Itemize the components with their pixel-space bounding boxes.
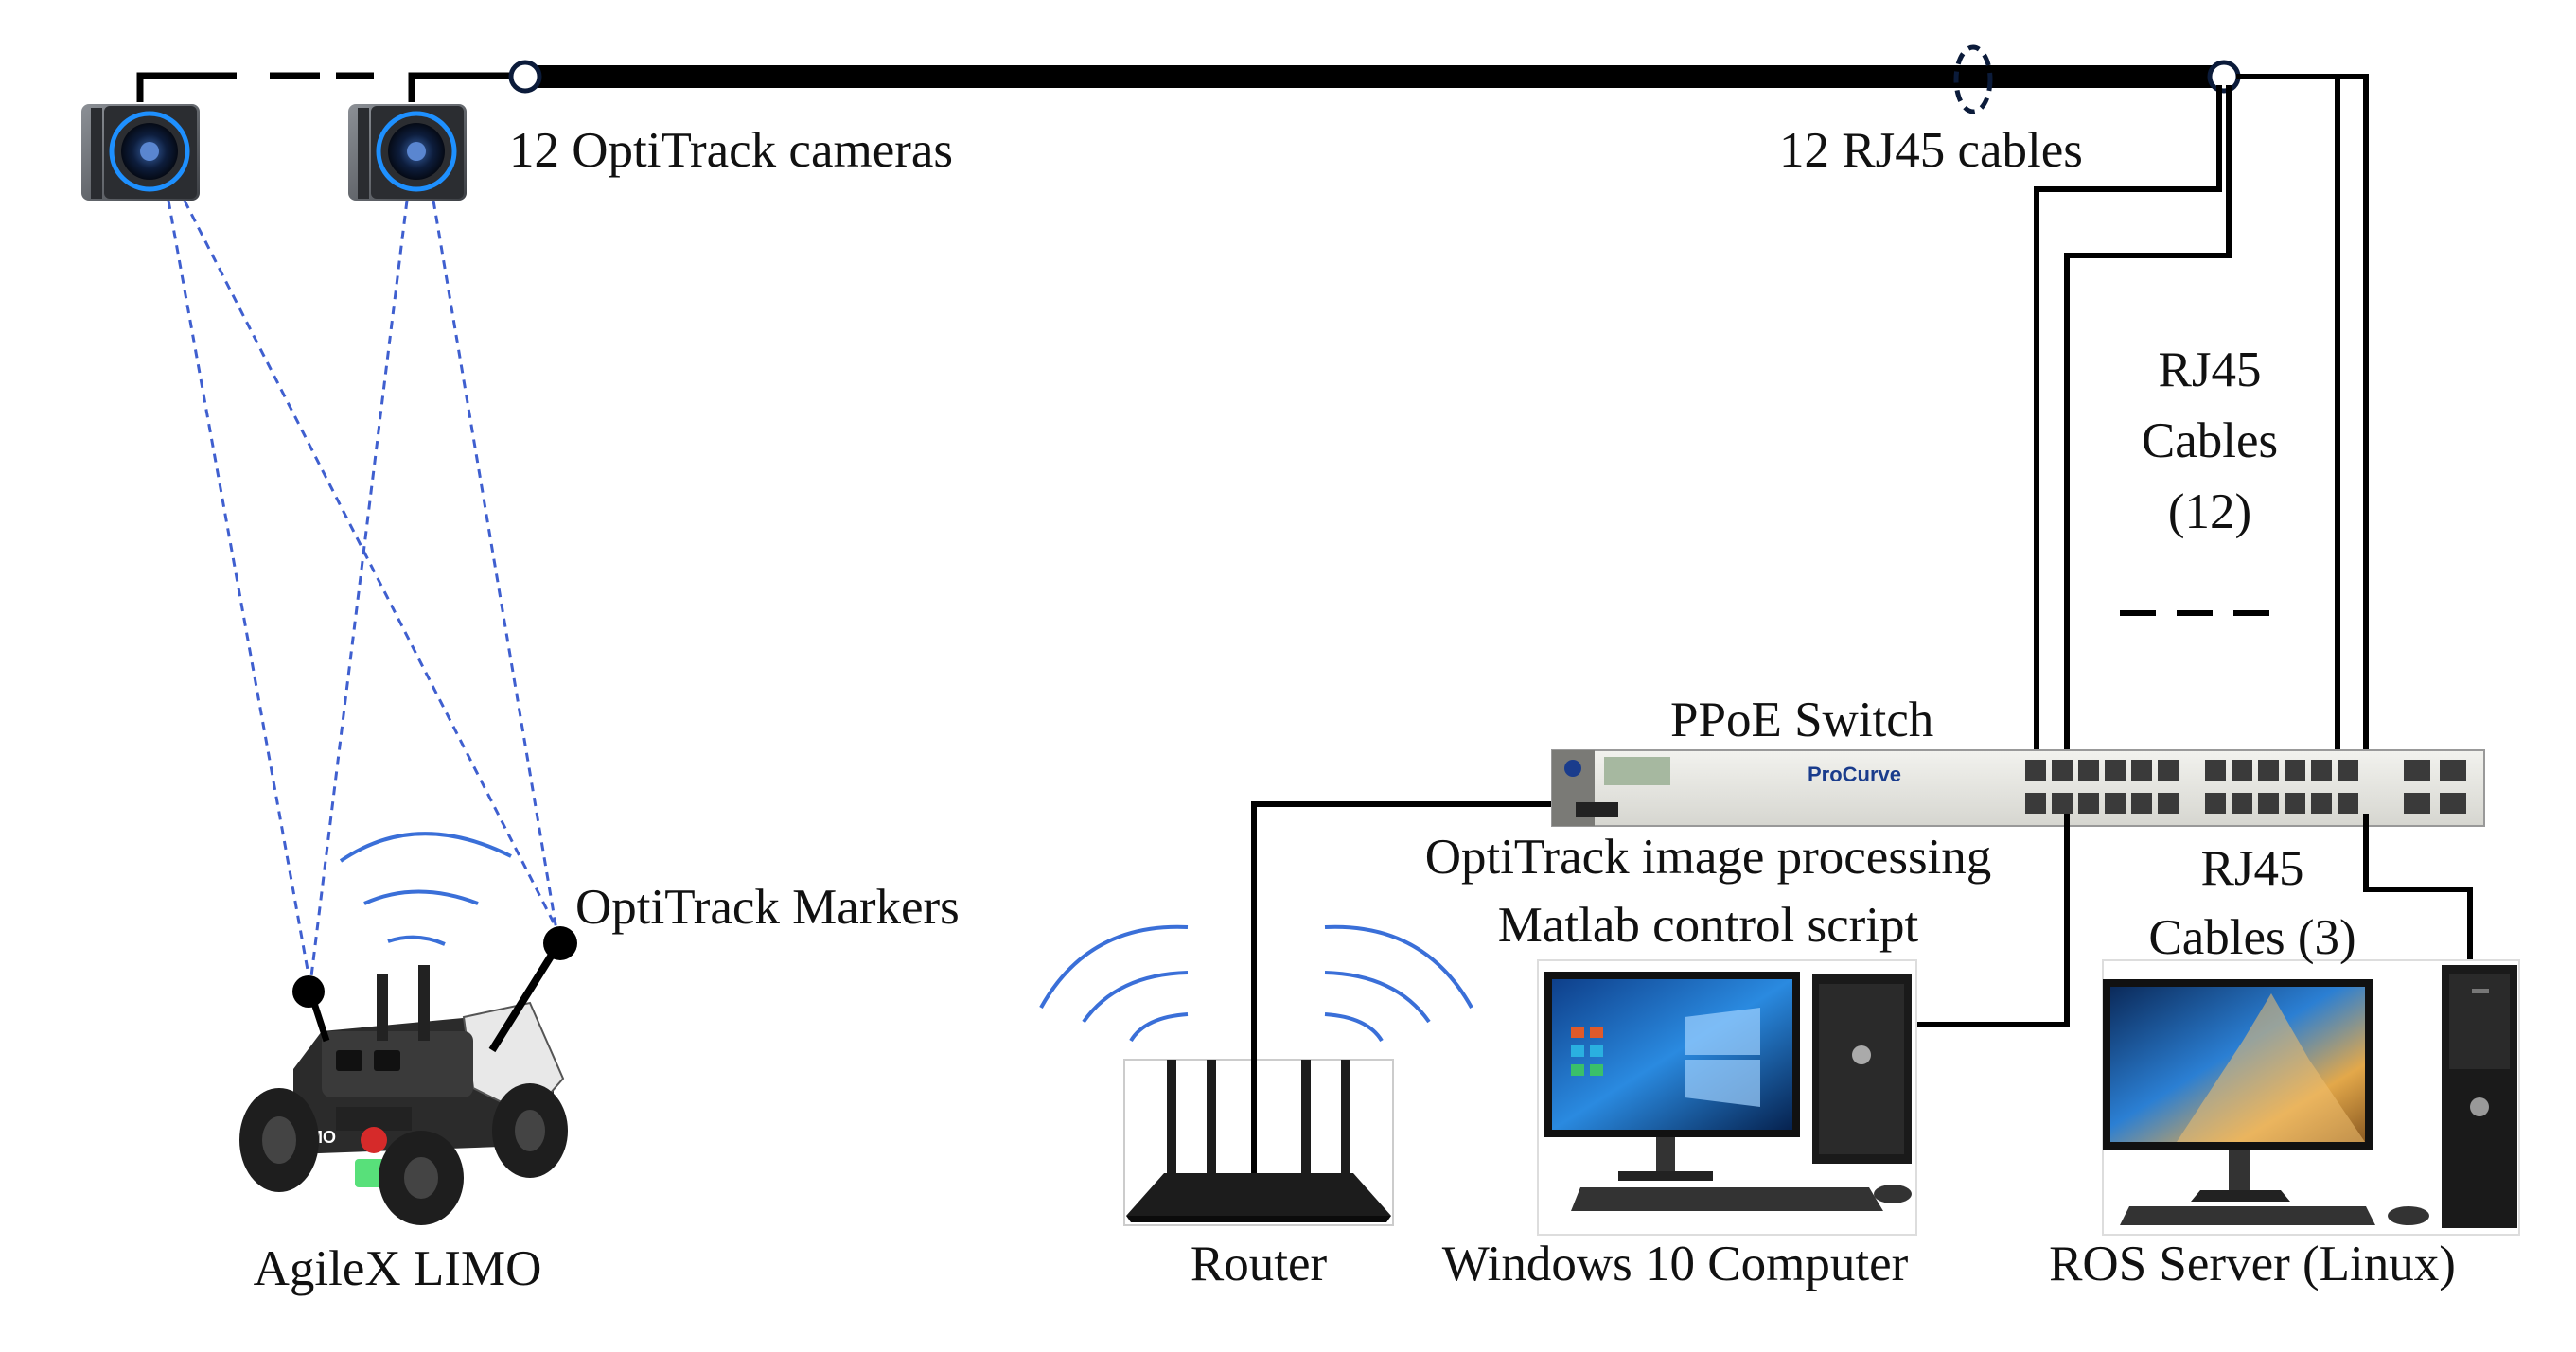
camera-sight-lines	[167, 200, 560, 985]
server-computer-icon	[2102, 959, 2520, 1236]
ros-server-cable	[2363, 814, 2473, 965]
rj45-12-label-line1: RJ45	[2158, 342, 2262, 397]
switch-label: PPoE Switch	[1670, 693, 1934, 747]
switch-brand: ProCurve	[1808, 763, 1901, 786]
robot-icon: LIMO	[239, 832, 577, 1225]
camera-icon	[348, 104, 467, 201]
camera-cable	[136, 72, 525, 102]
camera-icon	[81, 104, 200, 201]
router-icon	[1039, 924, 1473, 1226]
windows-computer-label: Windows 10 Computer	[1441, 1237, 1909, 1291]
rj45-3-label-line1: RJ45	[2200, 841, 2304, 896]
processing-label-line2: Matlab control script	[1497, 898, 1919, 953]
rj45-trunk-cable	[508, 44, 2241, 114]
rj45-12-label-line2: Cables	[2141, 413, 2279, 468]
markers-label: OptiTrack Markers	[575, 880, 960, 935]
router-label: Router	[1190, 1237, 1328, 1291]
wifi-signal-icon	[1039, 924, 1473, 1043]
processing-label-line1: OptiTrack image processing	[1424, 830, 1992, 885]
switch-icon: ProCurve	[1551, 749, 2485, 827]
rj45-3-label-line2: Cables (3)	[2148, 910, 2356, 965]
windows-cable	[1902, 814, 2070, 1027]
rj45-12-label-line3: (12)	[2167, 484, 2252, 539]
wifi-signal-icon	[339, 832, 512, 946]
desktop-computer-icon	[1537, 959, 1917, 1236]
rj45-cable-bundle-12	[2034, 74, 2369, 781]
ros-server-label: ROS Server (Linux)	[2049, 1237, 2456, 1291]
robot-label: AgileX LIMO	[253, 1241, 542, 1296]
cameras-label: 12 OptiTrack cameras	[509, 123, 954, 178]
rj45-top-label: 12 RJ45 cables	[1779, 123, 2083, 178]
